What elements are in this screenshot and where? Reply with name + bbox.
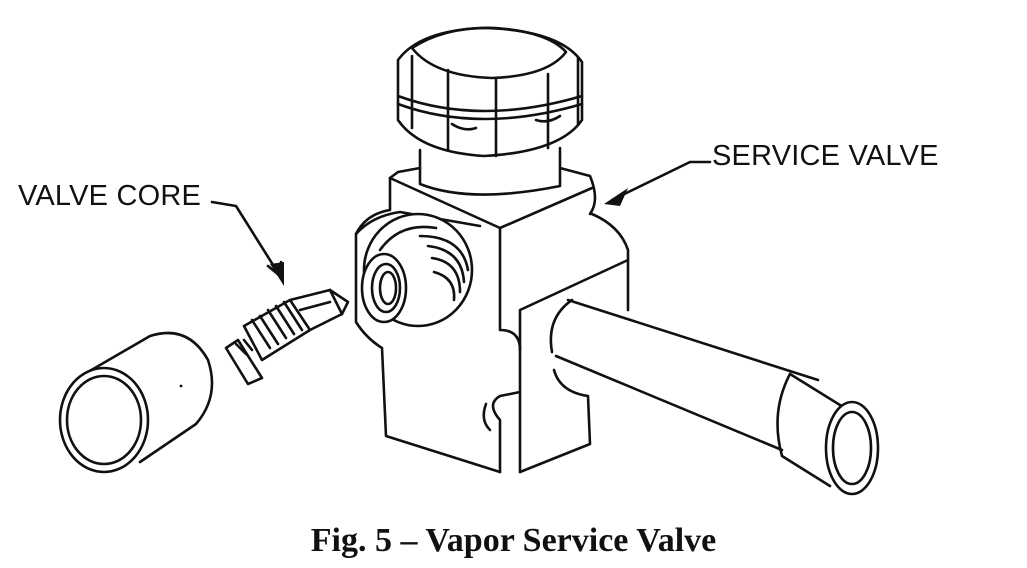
hex-cap	[396, 26, 584, 196]
figure-caption: Fig. 5 – Vapor Service Valve	[310, 522, 717, 559]
valve-core-leader-arrow	[210, 200, 284, 286]
service-valve-leader-arrow	[604, 160, 712, 206]
valve-core	[224, 288, 350, 386]
valve-cap	[58, 331, 214, 474]
valve-core-label: VALVE CORE	[18, 180, 202, 212]
service-tube	[549, 298, 880, 496]
gauge-port	[360, 212, 474, 328]
service-valve-label: SERVICE VALVE	[712, 140, 939, 172]
valve-body	[354, 166, 630, 474]
